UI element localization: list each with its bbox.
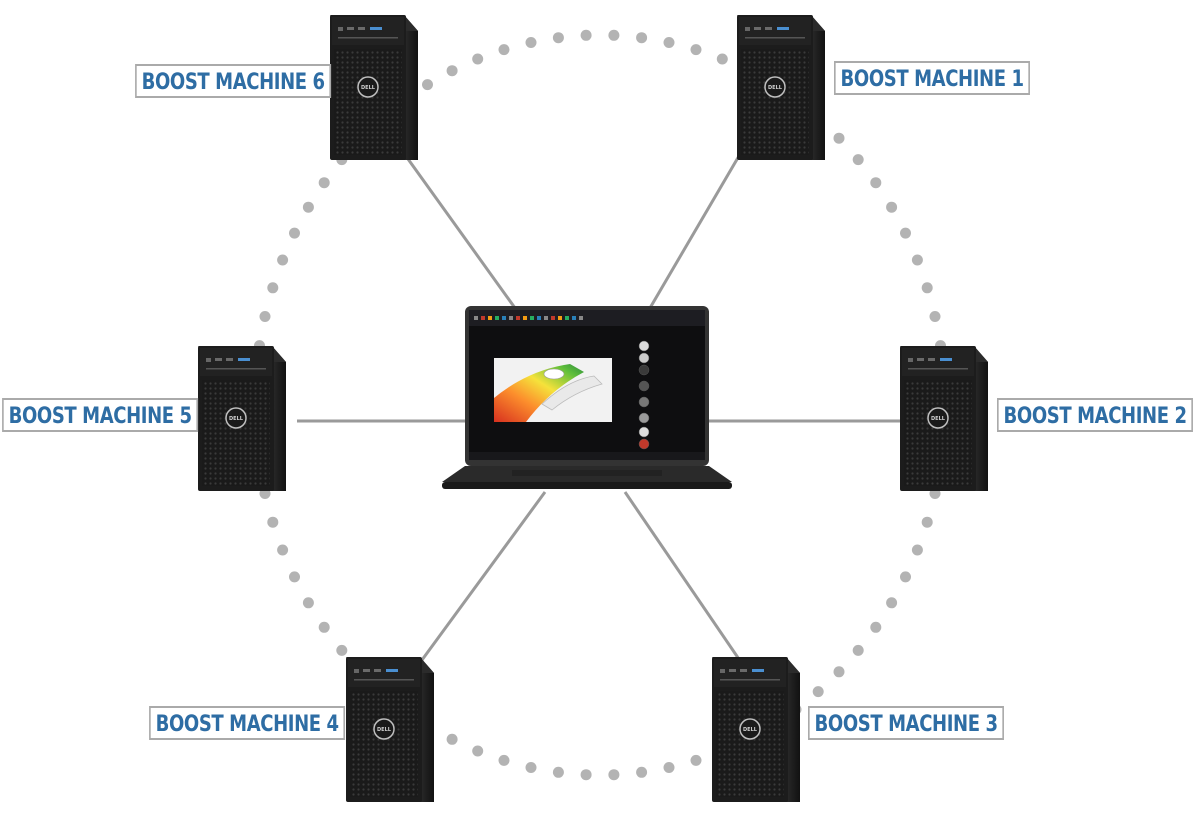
ring-dot [446,733,458,745]
ring-dot [289,227,300,239]
ring-dot [498,44,510,56]
ring-dot [580,769,592,781]
material-swatch-icon [638,340,650,352]
machine-label-1: BOOST MACHINE 1 [834,61,1031,95]
ring-dot [663,762,675,773]
ring-dot [580,29,592,41]
ring-dot [525,762,537,773]
dell-logo-text: DELL [931,416,946,422]
laptop-icon [442,306,732,489]
machine-label-6: BOOST MACHINE 6 [134,64,331,98]
connector-line-4 [398,491,547,691]
material-swatch-icon [638,438,650,450]
ring-dot [552,32,564,44]
ring-dot [852,644,864,656]
ring-dot [277,254,289,266]
ring-dot [267,282,279,294]
ring-dot [318,621,330,633]
material-swatch-icon [638,380,650,392]
ring-dot [716,53,728,65]
tower-workstation-icon-6: DELL [330,15,418,160]
tower-workstation-icon-3: DELL [712,657,800,802]
ring-dot [336,644,348,656]
dell-logo-text: DELL [768,85,783,91]
ring-dot [911,544,923,556]
machine-label-4: BOOST MACHINE 4 [148,706,345,740]
dell-logo-text: DELL [361,85,376,91]
boost-machines: DELL DELL DELL DELL DELL DELL [198,15,988,802]
tower-workstation-icon-1: DELL [737,15,825,160]
ring-dot [498,754,510,766]
dell-logo-icon [764,76,786,98]
ring-dot [886,201,898,213]
ring-dot [870,177,882,189]
ring-dot [302,597,314,609]
ring-dot [921,282,933,294]
ring-dot [812,686,824,698]
ring-dot [289,571,300,583]
ring-dot [833,666,845,678]
ring-dot [900,571,911,583]
dell-logo-text: DELL [229,416,244,422]
ring-dot [921,516,933,528]
machine-label-3: BOOST MACHINE 3 [808,706,1005,740]
machine-label-5: BOOST MACHINE 5 [1,398,198,432]
machine-label-2: BOOST MACHINE 2 [997,398,1194,432]
ring-dot [446,65,458,77]
tower-workstation-icon-4: DELL [346,657,434,802]
ring-dot [552,766,564,778]
material-swatch-icon [638,412,650,424]
material-swatch-icon [638,396,650,408]
dell-logo-text: DELL [743,727,758,733]
ring-dot [318,177,330,189]
ring-dot [886,597,898,609]
ring-dot [900,227,911,239]
ring-dot [422,79,433,91]
dell-logo-text: DELL [377,727,392,733]
dell-logo-icon [357,76,379,98]
ring-dot [525,37,537,48]
dell-logo-icon [225,407,247,429]
ring-dot [929,311,941,322]
dell-logo-icon [739,718,761,740]
ring-dot [663,37,675,48]
ring-dot [277,544,289,556]
ring-dot [472,745,484,757]
dell-logo-icon [373,718,395,740]
ring-dot [870,621,882,633]
ring-dot [608,29,620,41]
ring-dot [608,769,620,781]
ring-dot [259,311,271,322]
dell-logo-icon [927,407,949,429]
material-swatch-icon [638,364,650,376]
ring-dot [690,44,702,56]
ring-dot [911,254,923,266]
material-swatch-icon [638,426,650,438]
tower-workstation-icon-2: DELL [900,346,988,491]
ring-dot [833,132,845,144]
ring-dot [636,32,648,44]
ring-dot [302,201,314,213]
ring-dot [690,754,702,766]
ring-dot [852,154,864,166]
ring-dot [267,516,279,528]
ring-dot [472,53,484,65]
material-swatch-icon [638,352,650,364]
ring-dot [636,766,648,778]
tower-workstation-icon-5: DELL [198,346,286,491]
